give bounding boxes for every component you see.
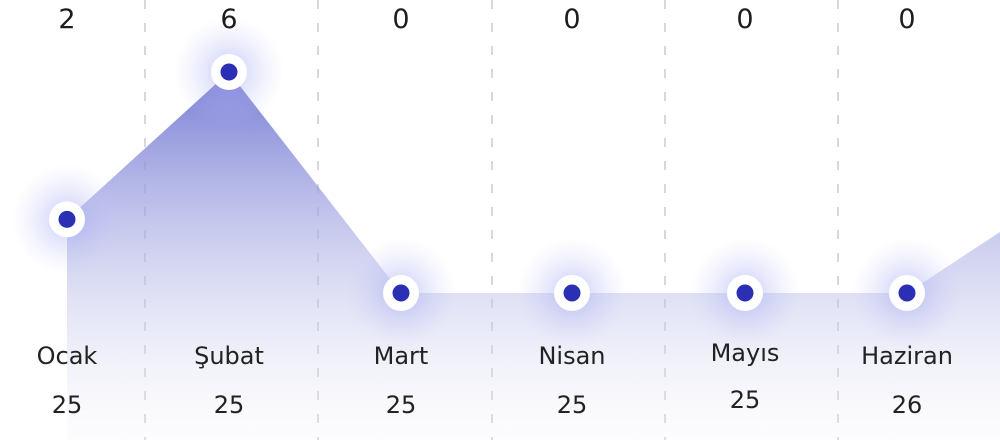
- day-label: 25: [52, 391, 83, 419]
- month-label: Mart: [374, 342, 429, 370]
- data-point: [563, 284, 581, 302]
- data-point: [220, 63, 238, 81]
- value-label: 0: [392, 4, 409, 35]
- day-label: 25: [386, 391, 417, 419]
- day-label: 25: [557, 391, 588, 419]
- value-label: 0: [736, 4, 753, 35]
- day-label: 25: [214, 391, 245, 419]
- month-label: Nisan: [538, 342, 605, 370]
- value-label: 6: [220, 4, 237, 35]
- month-label: Haziran: [861, 342, 953, 370]
- day-label: 26: [892, 391, 923, 419]
- value-label: 0: [563, 4, 580, 35]
- value-label: 0: [898, 4, 915, 35]
- data-point: [736, 284, 754, 302]
- value-label: 2: [58, 4, 75, 35]
- day-label: 25: [730, 386, 761, 414]
- area-fill: [67, 72, 1000, 440]
- data-point: [58, 210, 76, 228]
- month-label: Mayıs: [711, 339, 780, 367]
- data-point: [898, 284, 916, 302]
- data-point: [392, 284, 410, 302]
- month-label: Şubat: [194, 342, 264, 370]
- month-label: Ocak: [37, 342, 98, 370]
